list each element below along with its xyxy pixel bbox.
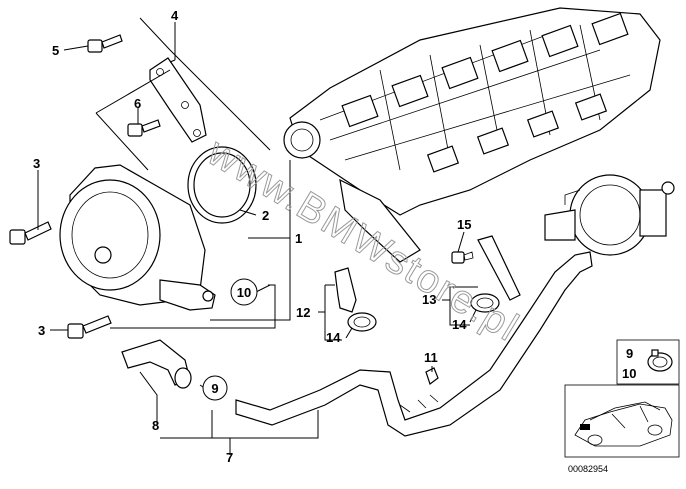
callout-15: 15 xyxy=(457,217,471,232)
inset-car-box xyxy=(564,384,680,458)
bolt-6 xyxy=(127,119,161,137)
bolt-5 xyxy=(87,34,123,53)
cylinder-head xyxy=(283,7,661,263)
callout-4: 4 xyxy=(171,8,179,23)
svg-text:9: 9 xyxy=(211,381,218,396)
callout-7: 7 xyxy=(226,450,233,465)
o-ring xyxy=(187,146,257,224)
hose-clamp-right xyxy=(470,293,500,313)
callout-5: 5 xyxy=(52,43,59,58)
bolt-3-lower xyxy=(67,315,112,339)
hose-clamp-left xyxy=(347,312,377,332)
callout-3-lower: 3 xyxy=(38,323,45,338)
leader-lines xyxy=(37,17,478,455)
callout-14-left: 14 xyxy=(326,330,341,345)
callout-12: 12 xyxy=(296,305,310,320)
bolt-3-upper xyxy=(9,221,52,245)
callout-6: 6 xyxy=(134,96,141,111)
bolt-15 xyxy=(451,251,474,264)
svg-text:10: 10 xyxy=(237,285,251,300)
callout-9-circle: 9 xyxy=(202,375,228,401)
bracket-12 xyxy=(334,267,357,313)
callout-1: 1 xyxy=(295,231,302,246)
diagram-code: 00082954 xyxy=(568,464,608,474)
vacuum-hose-short xyxy=(121,339,192,389)
callout-3-upper: 3 xyxy=(33,156,40,171)
bracket xyxy=(149,57,207,143)
bracket-13 xyxy=(477,235,521,301)
brake-booster xyxy=(544,174,675,256)
svg-text:10: 10 xyxy=(622,366,636,381)
callout-10-circle: 10 xyxy=(230,278,258,306)
check-valve xyxy=(425,367,439,385)
vacuum-hose-long xyxy=(235,251,593,437)
callout-13: 13 xyxy=(422,292,436,307)
callout-labels: 5 4 6 3 2 1 3 8 7 12 14 13 14 15 11 xyxy=(33,8,471,465)
vacuum-pump xyxy=(59,164,216,311)
callout-11: 11 xyxy=(424,350,438,365)
svg-text:9: 9 xyxy=(626,346,633,361)
inset-clamp-box: 9 10 xyxy=(616,339,680,385)
callout-8: 8 xyxy=(152,418,159,433)
callout-2: 2 xyxy=(262,208,269,223)
callout-14-right: 14 xyxy=(452,317,467,332)
